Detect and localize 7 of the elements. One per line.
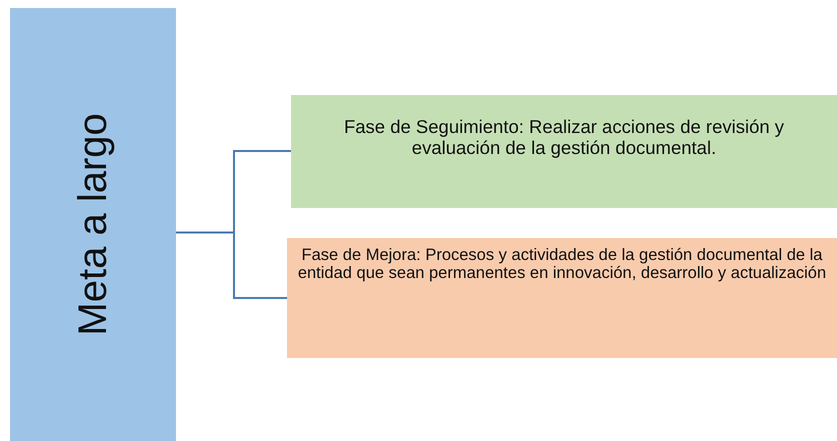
connector-line	[176, 232, 287, 299]
phase-description: Fase de Seguimiento: Realizar acciones de revisión y evaluación de la gestión documental.	[342, 117, 786, 158]
phase-box	[291, 95, 837, 208]
goal-box	[10, 8, 176, 441]
phase-description: Fase de Mejora: Procesos y actividades de la gestión documental de la entidad que sean permanentes en innovación, desarrollo y actualización	[297, 246, 827, 283]
phase-box	[287, 238, 837, 358]
goal-label: Meta a largo	[70, 113, 116, 336]
